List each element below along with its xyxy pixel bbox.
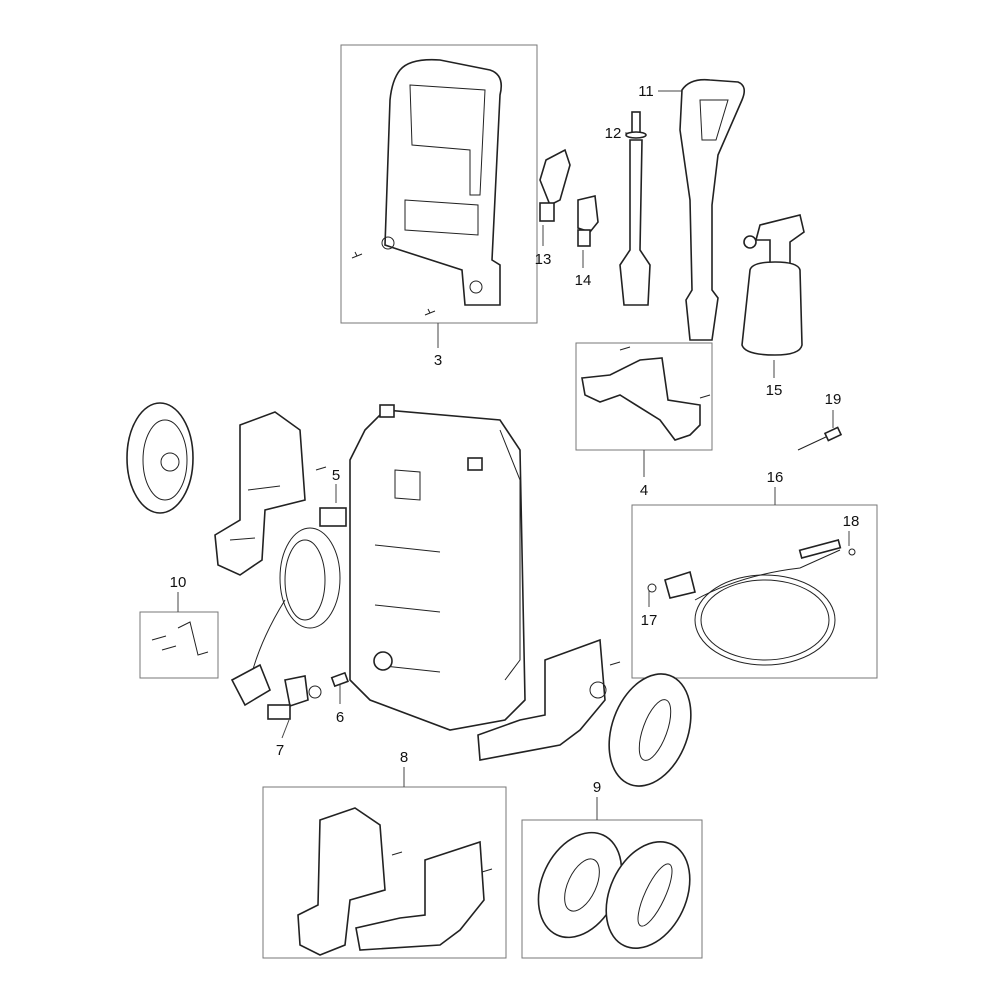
part-foam-bottle <box>741 214 805 356</box>
label-9: 9 <box>593 779 601 796</box>
label-12: 12 <box>605 125 622 142</box>
part-wheel-left <box>126 402 194 514</box>
label-16: 16 <box>767 469 784 486</box>
part-nozzle-14 <box>577 195 599 247</box>
label-8: 8 <box>400 749 408 766</box>
part-right-foot-bracket <box>477 638 621 761</box>
group-box-16 <box>631 504 878 679</box>
group-box-9 <box>521 819 703 959</box>
label-5: 5 <box>332 467 340 484</box>
label-14: 14 <box>575 272 592 289</box>
group-box-3 <box>340 44 538 324</box>
part-foot-bracket-set <box>297 807 493 956</box>
label-15: 15 <box>766 382 783 399</box>
part-wheel-right <box>608 673 692 787</box>
group-box-10 <box>139 611 219 679</box>
part-spray-gun <box>679 78 746 341</box>
part-left-foot-bracket <box>214 411 327 576</box>
part-main-housing <box>349 404 526 731</box>
part-tool-set <box>151 621 209 656</box>
label-19: 19 <box>825 391 842 408</box>
part-inlet-connector <box>267 675 309 720</box>
group-box-8 <box>262 786 507 959</box>
label-17: 17 <box>641 612 658 629</box>
part-wheel-set <box>537 831 691 950</box>
part-frame-handle <box>351 58 503 316</box>
part-labels: 3 4 5 6 7 8 9 10 11 12 13 14 15 16 17 18… <box>170 83 860 796</box>
leader-lines <box>177 90 850 820</box>
label-18: 18 <box>843 513 860 530</box>
label-13: 13 <box>535 251 552 268</box>
label-6: 6 <box>336 709 344 726</box>
part-cleaning-needle <box>797 426 843 451</box>
part-power-cable <box>230 527 341 707</box>
label-4: 4 <box>640 482 648 499</box>
part-inlet-filter <box>308 671 349 699</box>
label-3: 3 <box>434 352 442 369</box>
label-11: 11 <box>638 83 654 100</box>
label-7: 7 <box>276 742 284 759</box>
part-switch <box>319 507 347 527</box>
part-hose <box>647 538 856 666</box>
part-hose-holder <box>581 346 711 441</box>
label-10: 10 <box>170 574 187 591</box>
part-nozzle-13 <box>539 148 571 222</box>
part-lance <box>619 111 651 306</box>
